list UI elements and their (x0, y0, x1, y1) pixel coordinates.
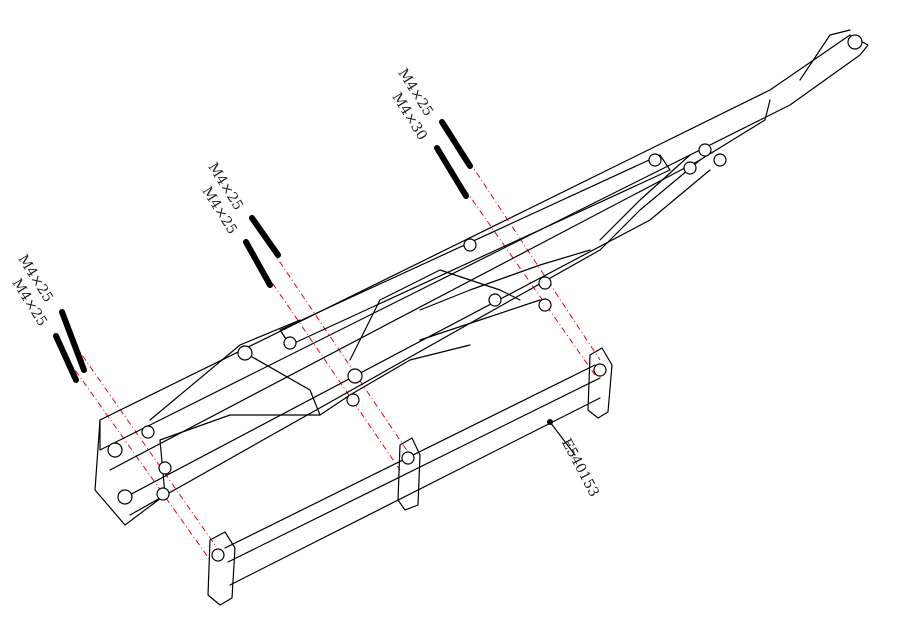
crossbar-assembly (207, 347, 613, 606)
screw-icon (439, 119, 473, 169)
assembly-centerlines (67, 139, 601, 561)
mounting-bosses (107, 34, 863, 505)
screw-icon (53, 333, 79, 383)
screw-icon (434, 145, 469, 199)
screw-icon (249, 215, 281, 258)
screw-icon (243, 239, 273, 288)
main-frame (94, 29, 869, 526)
screw-icon (59, 309, 87, 373)
screws (53, 119, 473, 383)
